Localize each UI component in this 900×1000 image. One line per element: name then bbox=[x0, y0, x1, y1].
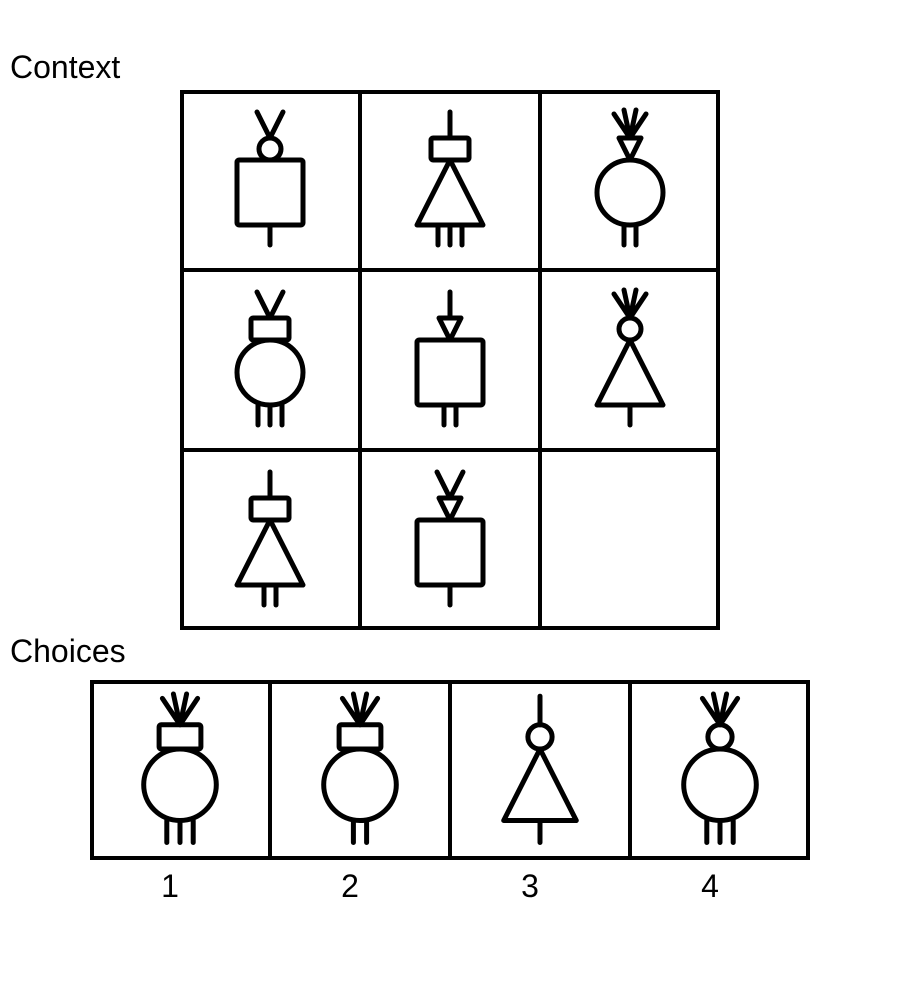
body-square bbox=[234, 157, 306, 228]
choice-number-4: 4 bbox=[701, 868, 719, 904]
head-rect bbox=[156, 722, 204, 752]
choices-svg bbox=[90, 680, 810, 860]
hair-fan bbox=[159, 691, 201, 728]
figure-glyph bbox=[234, 469, 306, 608]
figure-glyph bbox=[681, 691, 759, 845]
figure-glyph bbox=[234, 289, 306, 428]
figure-glyph bbox=[234, 109, 306, 248]
body-circle bbox=[321, 746, 399, 823]
body-triangle bbox=[414, 157, 486, 228]
figure-glyph bbox=[594, 107, 666, 248]
choice-number-2: 2 bbox=[341, 868, 359, 904]
head-triangle bbox=[616, 135, 644, 163]
head-rect bbox=[336, 722, 384, 752]
hair-v bbox=[434, 469, 466, 501]
head-rect bbox=[428, 135, 472, 163]
hair-fan bbox=[699, 691, 741, 728]
body-circle bbox=[681, 746, 759, 823]
context-grid-svg bbox=[180, 90, 720, 630]
grid-border bbox=[180, 90, 720, 630]
context-label: Context bbox=[10, 49, 121, 85]
choice-number-3: 3 bbox=[521, 868, 539, 904]
hair-fan bbox=[611, 287, 649, 321]
figure-glyph bbox=[414, 109, 486, 248]
figure-glyph bbox=[414, 469, 486, 608]
context-grid bbox=[180, 90, 720, 630]
body-triangle bbox=[234, 517, 306, 588]
body-square bbox=[414, 517, 486, 588]
hair-fan bbox=[339, 691, 381, 728]
head-rect bbox=[248, 495, 292, 523]
figure-glyph bbox=[414, 289, 486, 428]
choice-number-1: 1 bbox=[161, 868, 179, 904]
body-triangle bbox=[594, 337, 666, 408]
hair-v bbox=[254, 109, 286, 141]
head-circle bbox=[705, 722, 735, 752]
body-triangle bbox=[501, 746, 579, 823]
figure-glyph bbox=[594, 287, 666, 428]
figure-glyph bbox=[141, 691, 219, 845]
hair-fan bbox=[611, 107, 649, 141]
choices-row bbox=[90, 680, 810, 860]
hair-v bbox=[254, 289, 286, 321]
choices-label: Choices bbox=[10, 633, 126, 669]
head-rect bbox=[248, 315, 292, 343]
head-triangle bbox=[436, 315, 464, 343]
body-circle bbox=[141, 746, 219, 823]
figure-glyph bbox=[321, 691, 399, 845]
head-triangle bbox=[436, 495, 464, 523]
body-circle bbox=[594, 157, 666, 228]
head-circle bbox=[525, 722, 555, 752]
head-circle bbox=[616, 315, 644, 343]
figure-glyph bbox=[501, 693, 579, 845]
body-circle bbox=[234, 337, 306, 408]
body-square bbox=[414, 337, 486, 408]
head-circle bbox=[256, 135, 284, 163]
